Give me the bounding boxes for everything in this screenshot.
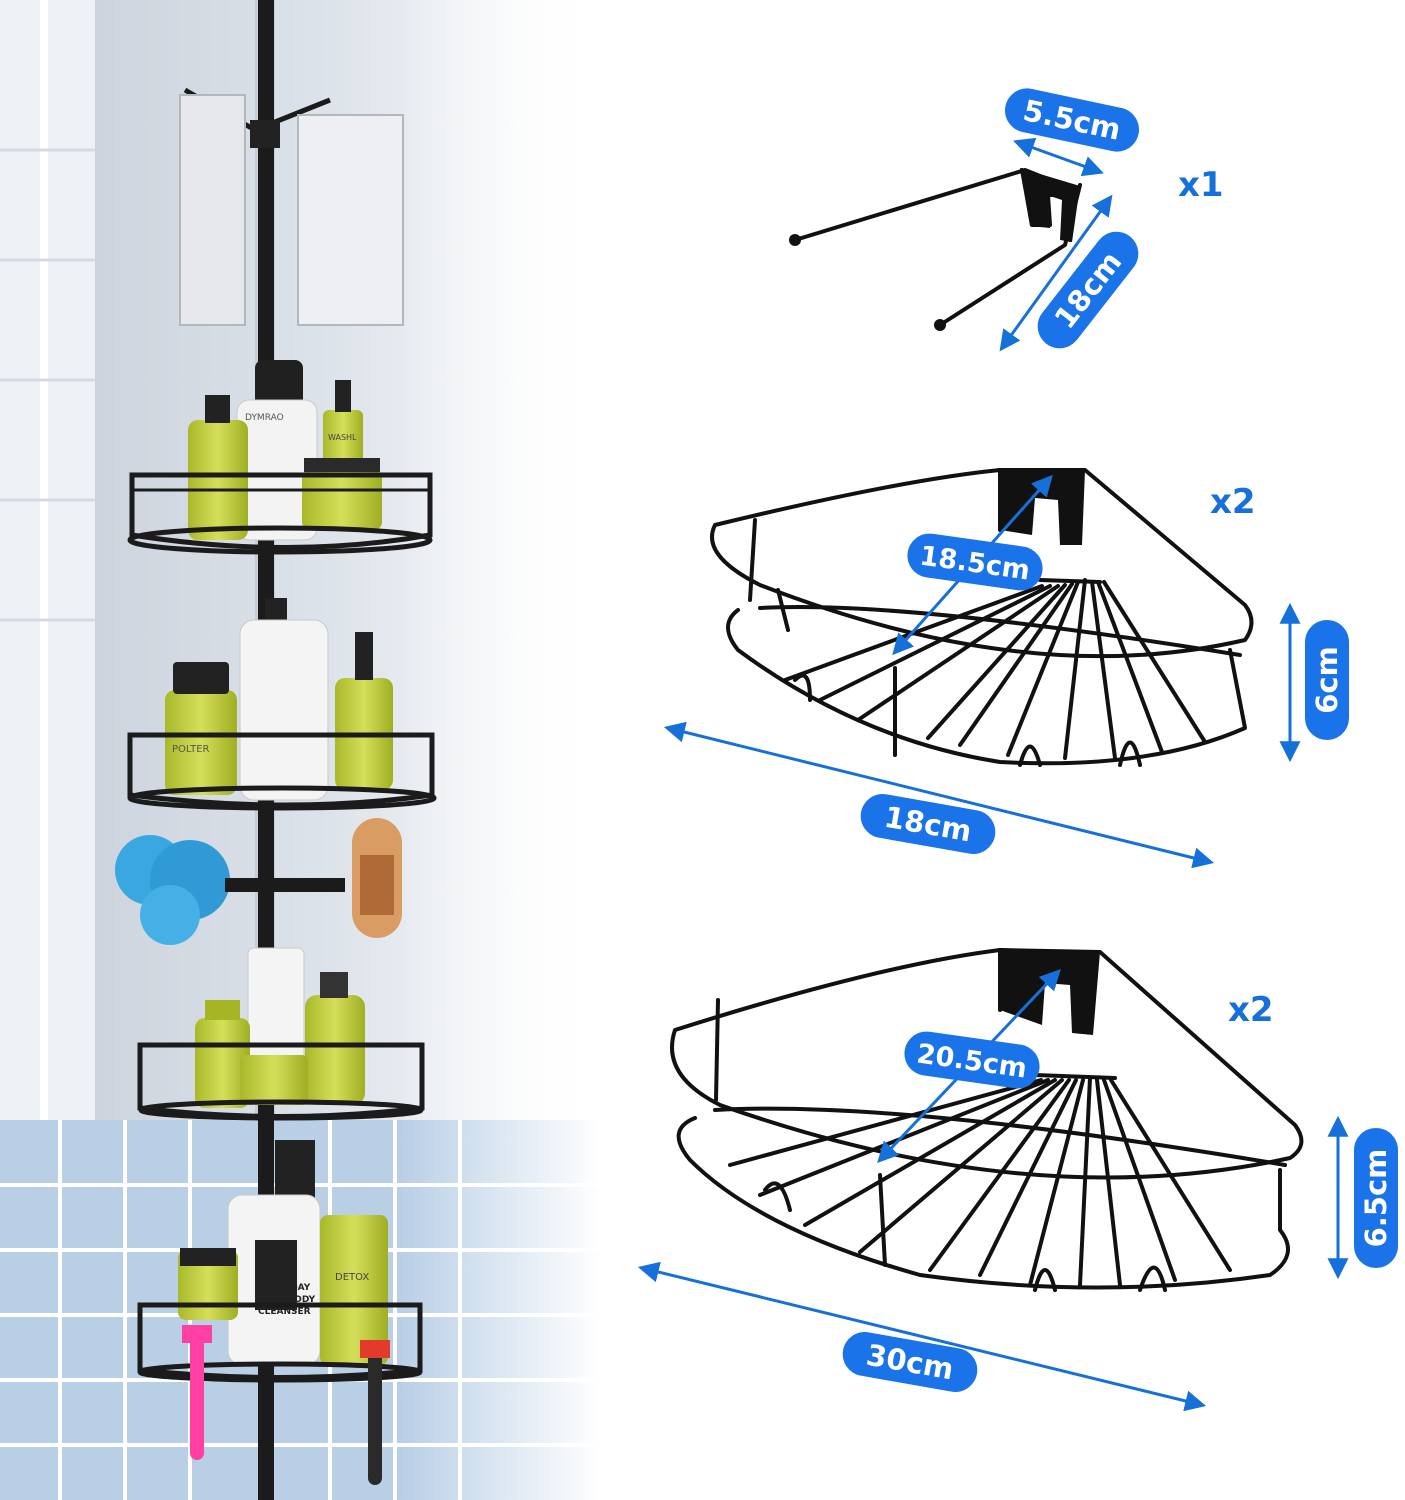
dim-line-18cm-basket — [663, 721, 1215, 869]
shelf-1: DYMRAO WASHL — [127, 360, 433, 555]
dim-label-6cm: 6cm — [1305, 620, 1349, 740]
dim-label-18cm-hanger: 18cm — [1037, 231, 1139, 349]
shower-caddy-photo: DYMRAO WASHL POLTER — [0, 0, 600, 1500]
svg-text:WASHL: WASHL — [328, 433, 357, 442]
dim-label-20.5cm: 20.5cm — [904, 1031, 1040, 1089]
svg-text:DETOX: DETOX — [335, 1272, 369, 1283]
dim-label-18cm-basket: 18cm — [860, 794, 996, 854]
svg-text:CLEANSER: CLEANSER — [258, 1307, 311, 1317]
dim-label-30cm: 30cm — [842, 1332, 978, 1392]
svg-text:6.5cm: 6.5cm — [1359, 1149, 1393, 1248]
svg-text:6cm: 6cm — [1310, 646, 1344, 714]
dim-label-6.5cm: 6.5cm — [1354, 1128, 1398, 1268]
dimension-diagram: 5.5cm 18cm — [600, 0, 1405, 1500]
svg-text:30cm: 30cm — [864, 1338, 956, 1387]
dimension-svg: 5.5cm 18cm — [637, 88, 1398, 1412]
dim-line-30cm — [637, 1261, 1207, 1412]
quantity-basket-small: x2 — [1210, 482, 1256, 522]
dim-line-18cm-hanger — [999, 194, 1113, 352]
quantity-hanger: x1 — [1178, 165, 1224, 205]
shelf-4: EVERYDAY ALOE BODY CLEANSER DETOX — [137, 1140, 423, 1485]
quantity-basket-large: x2 — [1228, 990, 1274, 1030]
towel-hanger — [179, 87, 404, 326]
basket-small-diagram — [710, 468, 1254, 767]
svg-text:18cm: 18cm — [882, 800, 974, 849]
svg-text:ALOE BODY: ALOE BODY — [258, 1295, 316, 1305]
basket-large-diagram — [670, 948, 1304, 1292]
dim-label-18.5cm: 18.5cm — [907, 533, 1043, 591]
svg-text:EVERYDAY: EVERYDAY — [258, 1283, 311, 1293]
svg-text:DYMRAO: DYMRAO — [245, 413, 284, 423]
shelf-3 — [137, 947, 425, 1121]
towel-hanger-diagram — [789, 168, 1082, 331]
shelf-2: POLTER — [115, 598, 437, 945]
product-photo: DYMRAO WASHL POLTER — [0, 0, 600, 1500]
svg-text:POLTER: POLTER — [172, 744, 210, 755]
dim-line-5.5cm — [1013, 137, 1104, 177]
